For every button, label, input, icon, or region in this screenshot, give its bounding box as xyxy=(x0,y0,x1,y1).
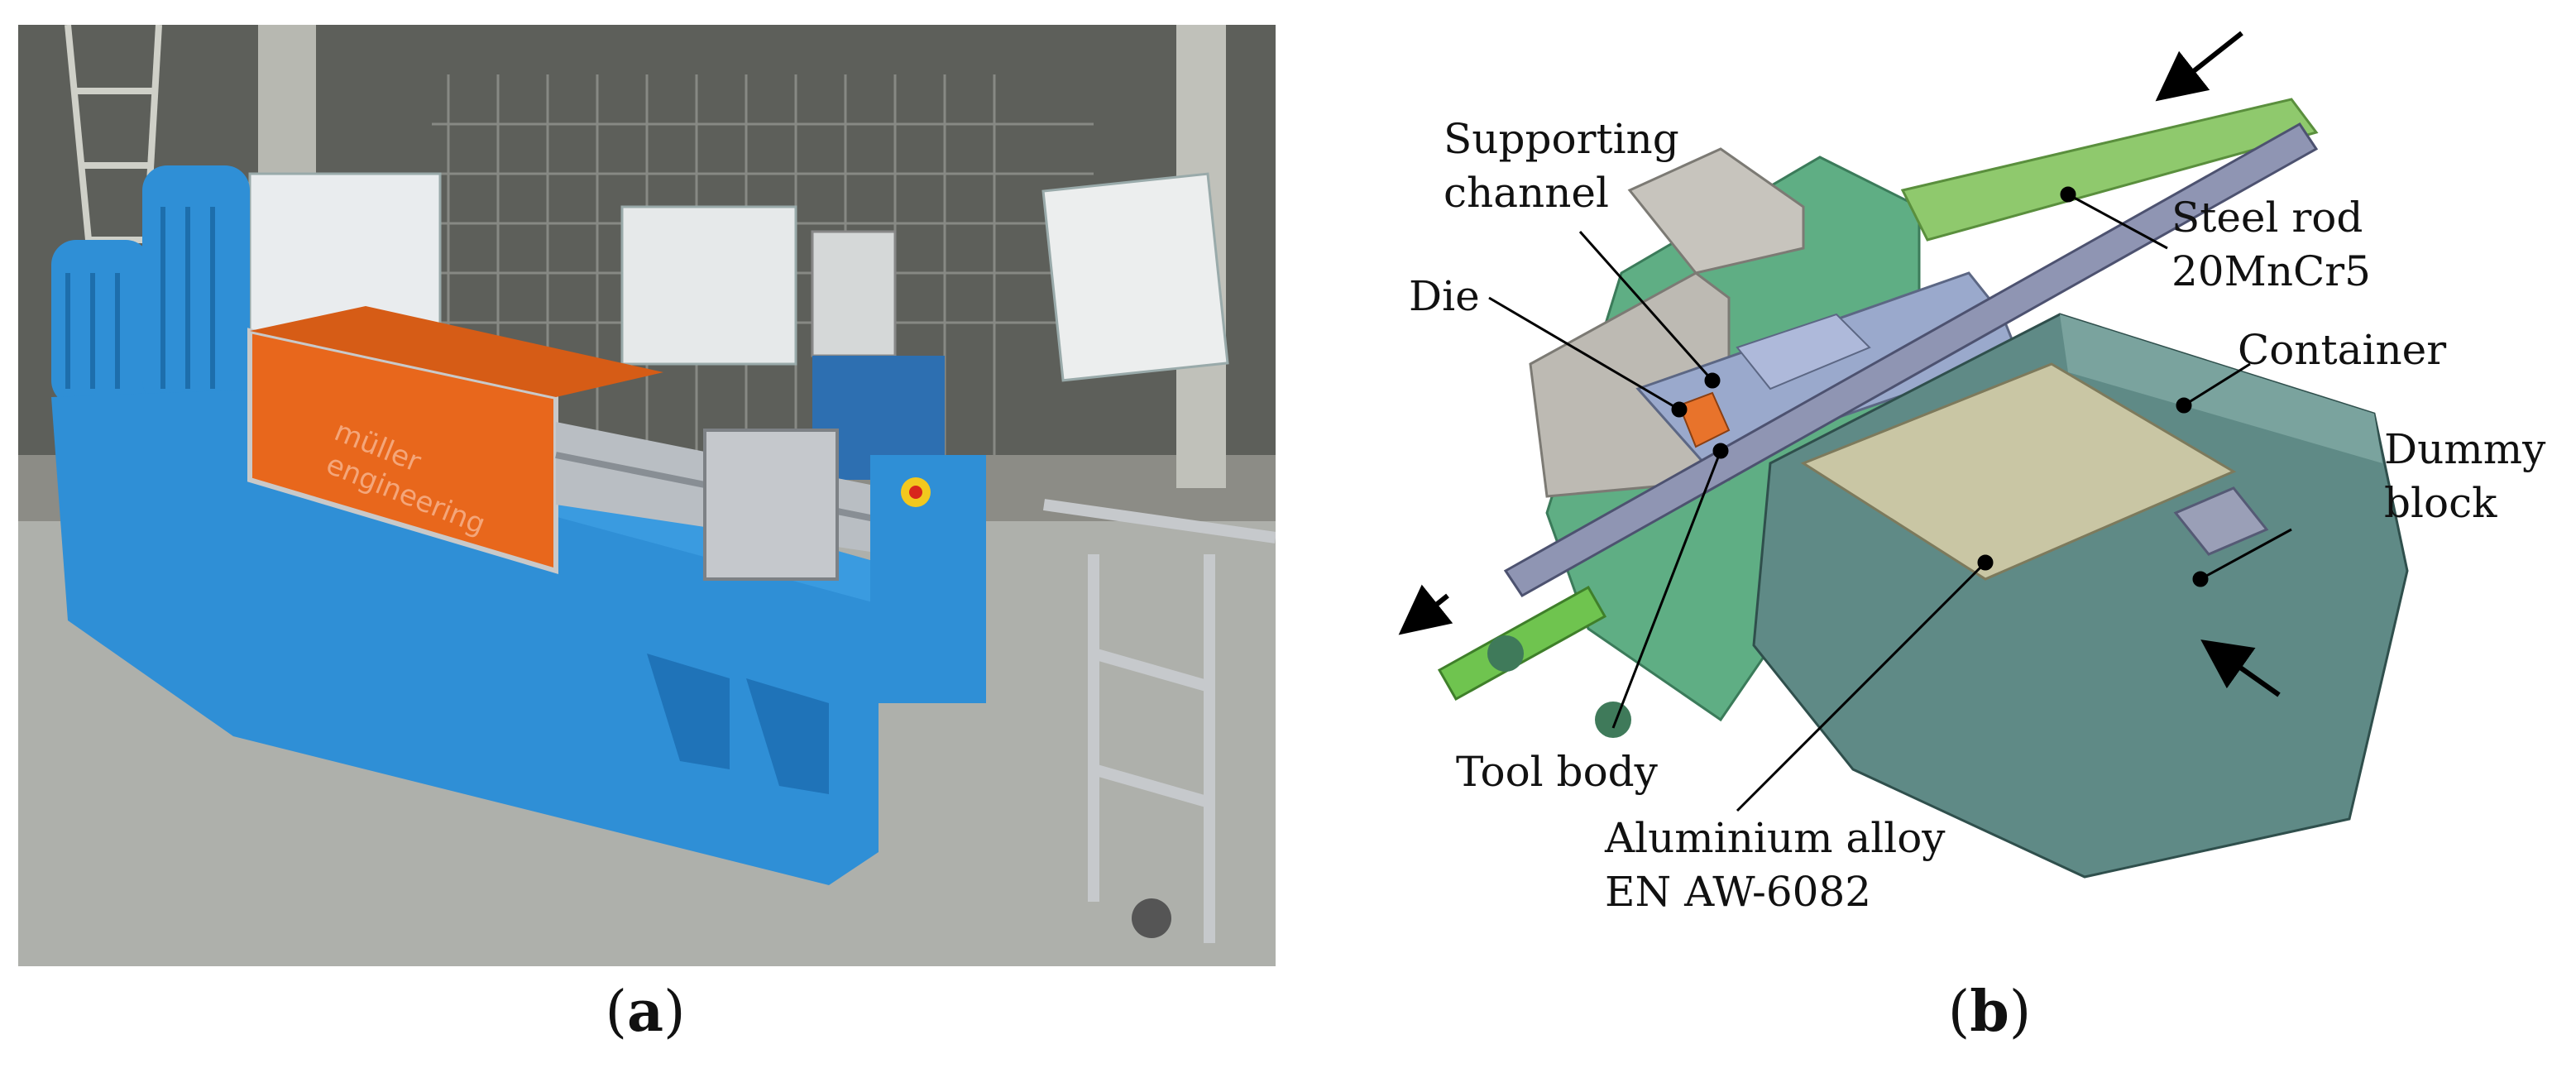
label-supporting-channel-1: Supporting xyxy=(1444,115,1679,163)
motor xyxy=(142,165,250,405)
steel-rod-shape xyxy=(1503,122,2319,597)
leader-dummy-block xyxy=(2200,528,2292,581)
billet xyxy=(1800,362,2237,581)
feed-channel xyxy=(1900,98,2319,242)
press-photo-illustration: müller engineering xyxy=(18,25,1276,966)
electrical-cabinet xyxy=(1041,172,1229,382)
leader-die xyxy=(1488,296,1680,411)
output-arrow xyxy=(1398,584,1453,635)
label-dummy-block-2: block xyxy=(2384,479,2497,527)
cad-section-view: Supporting channel Die Steel rod 20MnCr5… xyxy=(1340,0,2576,976)
exit-tube xyxy=(1437,585,1607,702)
leader-aluminium xyxy=(1736,561,1987,812)
leader-supporting-channel xyxy=(1578,231,1714,381)
bolt-hole xyxy=(1595,702,1631,738)
wheel xyxy=(1132,898,1171,938)
supporting-channel-part xyxy=(1635,271,2020,465)
input-arrow xyxy=(2155,31,2243,102)
outlet-frame xyxy=(1043,499,1276,943)
label-dummy-block-1: Dummy xyxy=(2384,425,2546,473)
label-aluminium-2: EN AW-6082 xyxy=(1605,868,1871,916)
die-part xyxy=(1678,391,1731,448)
ram-arrow xyxy=(2200,639,2281,697)
label-steel-rod-2: 20MnCr5 xyxy=(2171,247,2371,295)
carriage xyxy=(703,429,839,581)
label-container: Container xyxy=(2238,326,2446,374)
leader-container xyxy=(2183,362,2251,407)
motor xyxy=(51,240,151,405)
label-tool-body: Tool body xyxy=(1456,748,1659,796)
label-aluminium-1: Aluminium alloy xyxy=(1604,814,1946,862)
tool-section-drawing: Supporting channel Die Steel rod 20MnCr5… xyxy=(1398,31,2546,916)
leader-steel-rod xyxy=(2067,193,2168,250)
label-steel-rod-1: Steel rod xyxy=(2171,194,2363,242)
photo-extrusion-press: müller engineering xyxy=(18,25,1276,966)
label-supporting-channel-2: channel xyxy=(1444,169,1609,217)
bolt-hole xyxy=(1487,635,1524,672)
electrical-cabinet xyxy=(620,205,797,366)
caption-b: (b) xyxy=(1947,979,2032,1045)
orange-hood xyxy=(247,328,558,575)
control-box xyxy=(811,230,897,357)
caption-a: (a) xyxy=(605,979,686,1045)
label-die: Die xyxy=(1409,272,1480,320)
dummy-block-shape xyxy=(2173,486,2269,556)
leader-tool-body xyxy=(1611,450,1722,729)
